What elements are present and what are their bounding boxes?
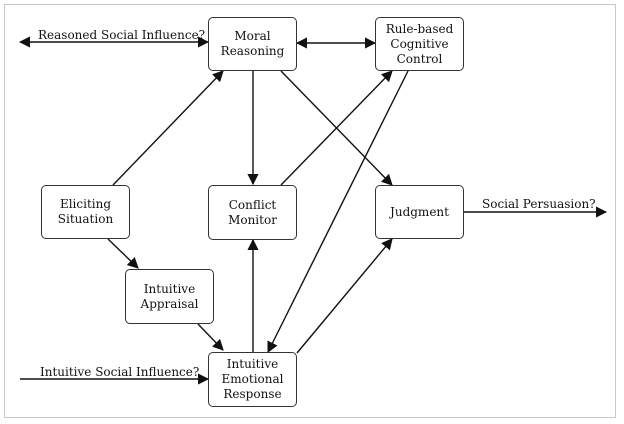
node-intuitive-appraisal: Intuitive Appraisal [125,269,214,324]
node-rule-based-control: Rule-based Cognitive Control [375,17,464,71]
edge-rule-emotional [267,70,409,354]
edge-eliciting-moral [112,70,224,186]
node-judgment-label: Judgment [390,204,449,219]
node-conflict-monitor-label: Conflict Monitor [228,197,277,227]
edge-conflict-rule [280,70,393,186]
node-intuitive-emotional-response: Intuitive Emotional Response [208,352,297,407]
node-moral-reasoning-label: Moral Reasoning [220,29,285,58]
edge-appraisal-emotional [197,323,224,351]
node-conflict-monitor: Conflict Monitor [208,185,297,240]
node-rule-based-control-label: Rule-based Cognitive Control [385,21,454,66]
label-social-persuasion: Social Persuasion? [482,197,596,211]
edge-eliciting-appraisal [107,238,139,269]
node-judgment: Judgment [375,185,464,239]
label-intuitive-social-influence: Intuitive Social Influence? [40,365,200,379]
node-intuitive-appraisal-label: Intuitive Appraisal [140,281,199,311]
node-eliciting-situation-label: Eliciting Situation [57,197,114,226]
node-moral-reasoning: Moral Reasoning [208,17,297,71]
edge-emotional-judgment [296,238,393,354]
node-intuitive-emotional-response-label: Intuitive Emotional Response [221,357,284,401]
node-eliciting-situation: Eliciting Situation [41,185,130,239]
label-reasoned-social-influence: Reasoned Social Influence? [38,28,206,42]
